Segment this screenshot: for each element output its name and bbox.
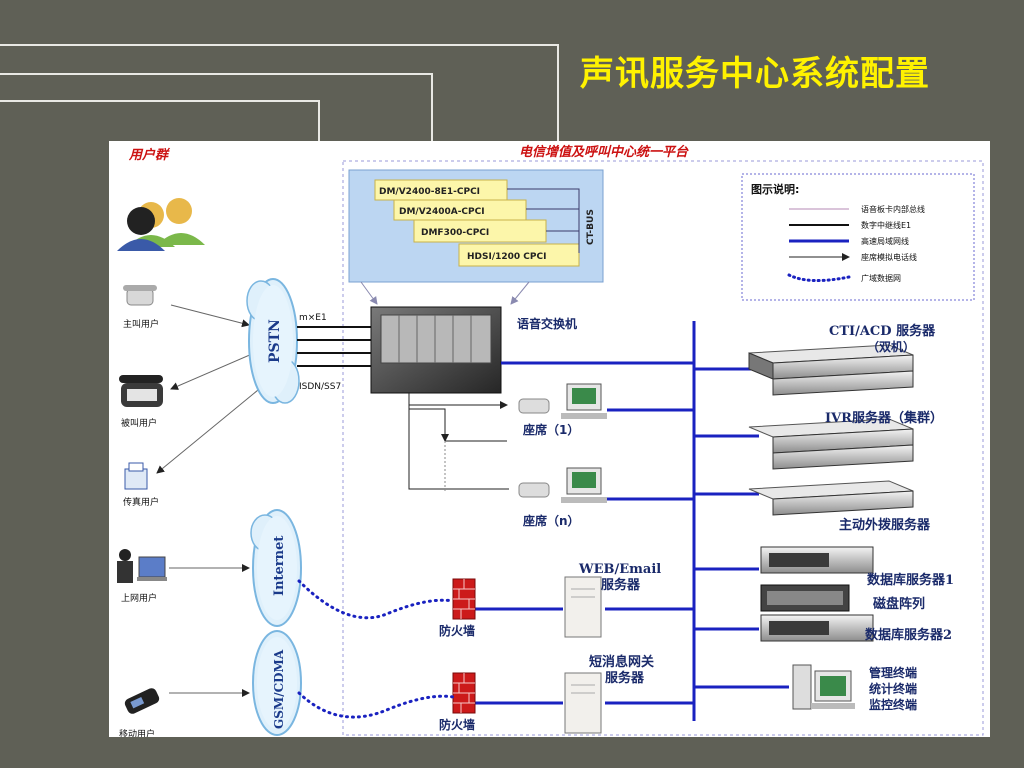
legend-item-2: 数字中继线E1 [861,220,911,230]
seat-n-label: 座席（n） [522,513,580,528]
mgmt-terminal-label: 管理终端 [869,665,917,680]
disk-array-label: 磁盘阵列 [873,596,925,612]
mobile-user-label: 移动用户 [119,728,155,737]
db-server-1-icon [760,546,874,574]
platform-boundary [342,160,984,736]
system-diagram: 用户群 电信增值及呼叫中心统一平台 DM/V2400-8E1-CPCI DM/V… [117,144,984,737]
legend-item-1: 语音板卡内部总线 [861,204,925,214]
outbound-server-label: 主动外拨服务器 [839,517,931,533]
seat-1-computer-icon [561,383,607,419]
web-server-label-2: 服务器 [601,577,641,593]
terminal-computer-icon [792,664,855,710]
db-server-1-label: 数据库服务器1 [867,572,954,588]
card-1: DM/V2400-8E1-CPCI [379,187,480,197]
fax-icon [124,462,148,490]
user-group-title: 用户群 [128,147,171,163]
seat-n-phone-icon [518,482,550,498]
sms-gateway-label-2: 服务器 [605,670,645,686]
diagram-panel: 用户群 电信增值及呼叫中心统一平台 DM/V2400-8E1-CPCI DM/V… [109,141,990,737]
ct-bus-label: CT-BUS [586,209,596,245]
web-server-icon [564,576,602,638]
lan-backbone [475,321,789,721]
legend: 图示说明: 语音板卡内部总线 数字中继线E1 高速局域网线 座席模拟电话线 广域… [741,173,975,301]
firewall-icon [452,672,476,714]
seat-1-phone-icon [518,398,550,414]
pstn-cloud [246,278,300,404]
wan-link-gsm [297,691,455,719]
fax-user-label: 传真用户 [123,496,159,508]
firewall-icon [452,578,476,620]
voice-switch-icon [370,306,502,394]
legend-item-3: 高速局域网线 [861,236,909,246]
internet-user-icon [117,549,167,583]
gsm-cloud [252,630,302,736]
stats-terminal-label: 统计终端 [869,681,917,696]
wan-link-internet [297,579,455,620]
ivr-server-icon [748,418,914,470]
legend-title: 图示说明: [751,182,799,196]
sms-gateway-label-1: 短消息网关 [589,654,654,670]
outbound-server-icon [748,480,914,516]
calling-user-label: 主叫用户 [123,318,159,330]
legend-item-5: 广域数据网 [861,273,901,283]
card-2: DM/V2400A-CPCI [399,207,485,217]
deco-line-2 [0,73,433,145]
desk-phone-icon [119,375,163,407]
user-group-icon [117,198,205,251]
card-rack-box: DM/V2400-8E1-CPCI DM/V2400A-CPCI DMF300-… [348,169,604,305]
card-3: DMF300-CPCI [421,228,489,238]
cti-server-sublabel: （双机） [867,339,915,354]
called-user-label: 被叫用户 [121,417,157,429]
ivr-server-label: IVR服务器（集群） [825,410,943,426]
monitor-terminal-label: 监控终端 [869,697,917,712]
internet-label: Internet [272,536,287,596]
mobile-phone-icon [124,688,160,714]
seat-analog-lines [408,393,509,490]
deco-line-3 [0,100,320,145]
web-server-label-1: WEB/Email [578,562,661,577]
gsm-label: GSM/CDMA [272,649,286,729]
db-server-2-icon [760,614,874,642]
db-server-2-label: 数据库服务器2 [865,627,952,643]
card-4: HDSI/1200 CPCI [467,252,546,262]
deco-line-1 [0,44,559,146]
internet-user-label: 上网用户 [121,592,157,604]
pstn-label: PSTN [267,319,283,363]
disk-array-icon [760,584,850,612]
e1-trunk-lines [297,326,371,367]
sms-gateway-icon [564,672,602,734]
firewall-label-2: 防火墙 [439,717,475,732]
seat-1-label: 座席（1） [522,422,579,437]
cti-server-icon [748,344,914,396]
slide-title: 声讯服务中心系统配置 [580,54,930,94]
internet-cloud [250,509,302,627]
platform-title: 电信增值及呼叫中心统一平台 [519,144,689,160]
e1-label: m×E1 [299,313,327,323]
phone-icon [123,285,157,306]
cti-server-label: CTI/ACD 服务器 [829,323,936,339]
seat-n-computer-icon [561,467,607,503]
voice-switch-label: 语音交换机 [517,316,577,331]
isdn-label: ISDN/SS7 [299,382,341,392]
firewall-label-1: 防火墙 [439,623,475,638]
legend-item-4: 座席模拟电话线 [861,252,917,262]
